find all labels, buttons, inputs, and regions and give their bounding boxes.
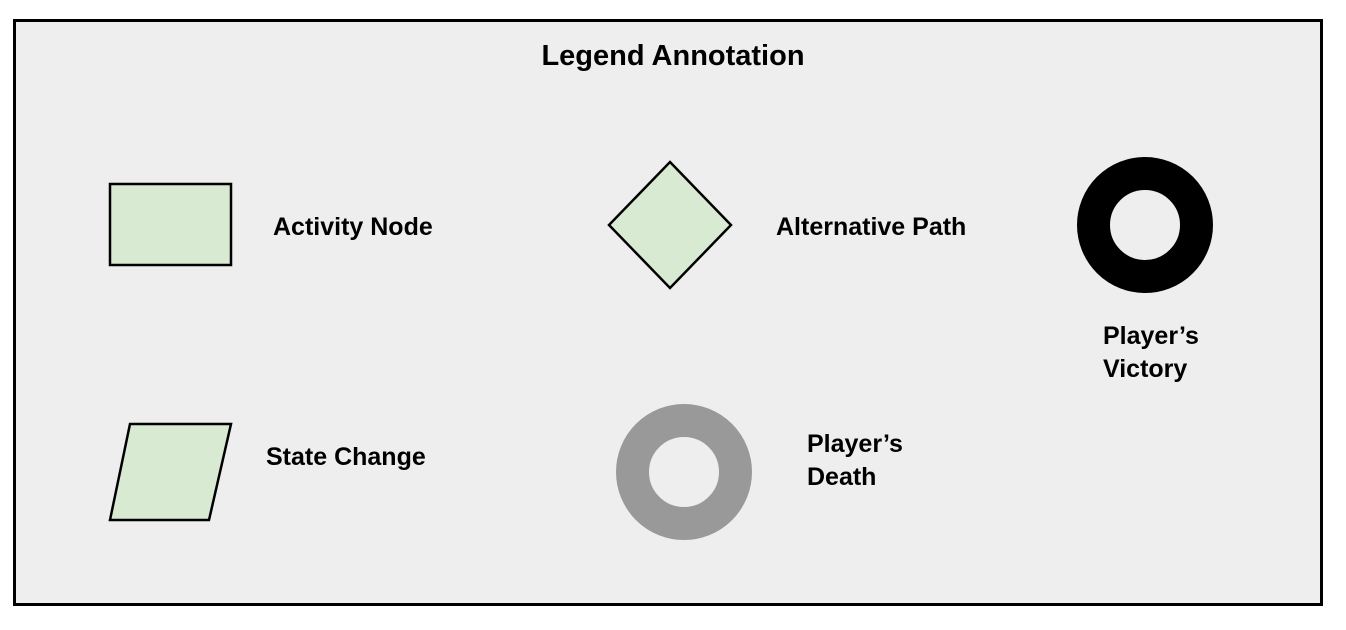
- players-victory-label-line-2: Victory: [1103, 355, 1188, 383]
- players-death-label-line-2: Death: [807, 463, 877, 491]
- players-victory-label-line-1: Player’s: [1103, 322, 1199, 350]
- players-victory-label: Player’s Victory: [1103, 320, 1199, 386]
- state-change-shape: [108, 422, 233, 522]
- alternative-path-label: Alternative Path: [776, 213, 967, 241]
- players-death-label-line-1: Player’s: [807, 430, 903, 458]
- players-death-label: Player’s Death: [807, 428, 903, 494]
- state-change-label: State Change: [266, 443, 426, 471]
- players-death-shape: [616, 404, 752, 540]
- activity-node-shape: [108, 182, 233, 267]
- alternative-path-shape: [607, 160, 733, 290]
- activity-node-label: Activity Node: [273, 213, 433, 241]
- players-victory-shape: [1077, 157, 1213, 293]
- legend-title: Legend Annotation: [541, 40, 805, 72]
